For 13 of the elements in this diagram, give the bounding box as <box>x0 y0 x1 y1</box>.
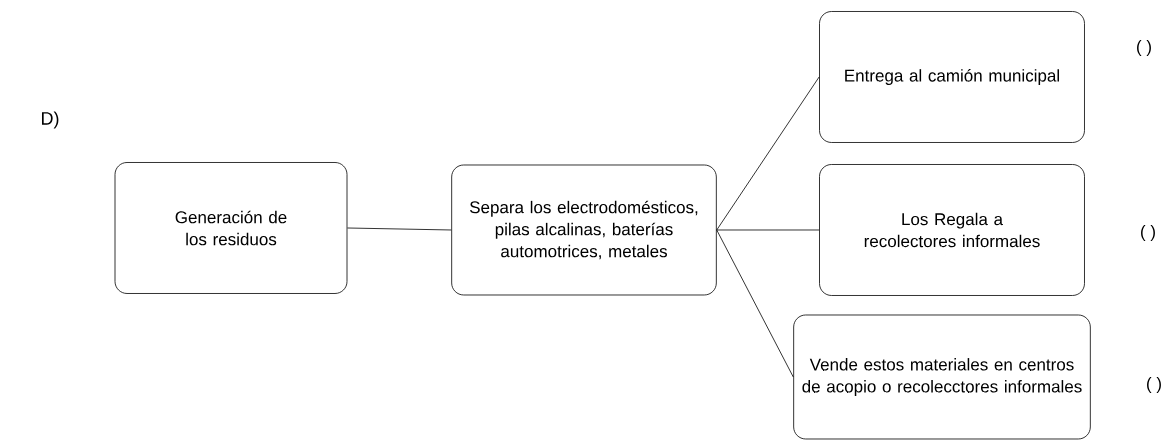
process-box: Vende estos materiales en centros de acopio o recolecctores informales <box>793 314 1091 440</box>
connector-line <box>716 229 794 378</box>
answer-parentheses: ( ) <box>1141 225 1155 241</box>
connector-line <box>716 229 820 231</box>
process-box: Entrega al camión municipal <box>819 11 1085 143</box>
process-box: Los Regala a recolectores informales <box>819 164 1085 296</box>
connector-line <box>347 227 452 231</box>
connector-line <box>716 76 820 231</box>
item-letter: D) <box>42 111 59 129</box>
answer-parentheses: ( ) <box>1147 377 1161 393</box>
answer-parentheses: ( ) <box>1137 40 1151 56</box>
process-box: Generación de los residuos <box>114 162 348 294</box>
process-box: Separa los electrodomésticos, pilas alcalinas, baterías automotrices, metales <box>451 164 717 296</box>
